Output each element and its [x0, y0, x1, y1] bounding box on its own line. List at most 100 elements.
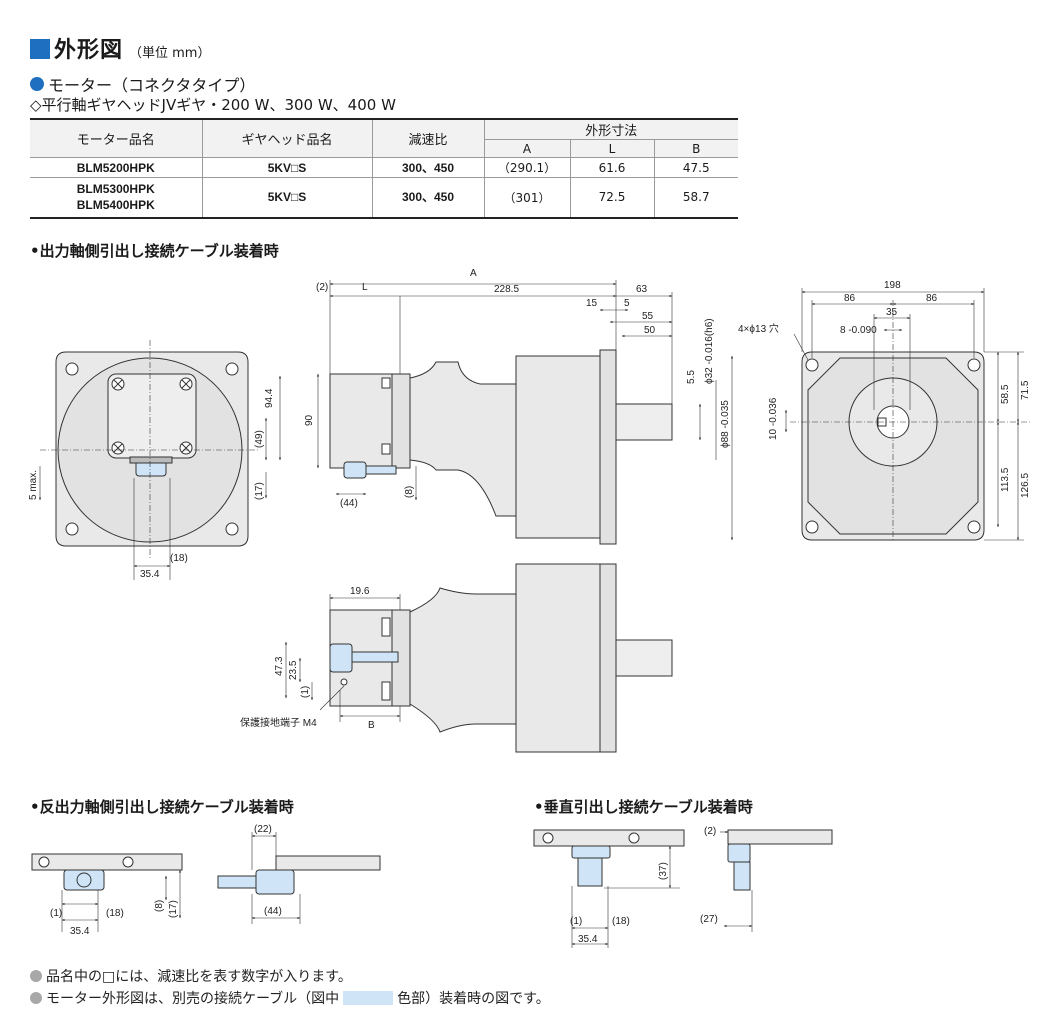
dim-s18: (18) [106, 908, 124, 919]
page-title: 外形図 （単位 mm） [30, 32, 210, 64]
dim-v27: (27) [700, 914, 718, 925]
dim-5max: 5 max. [28, 470, 39, 500]
dim-B: B [368, 720, 375, 731]
dim-86a: 86 [844, 293, 856, 304]
dim-s1: (1) [50, 908, 62, 919]
note-bullet-icon [30, 970, 42, 982]
dim-8tol: 8 -0.090 [840, 325, 877, 336]
cell-A: （290.1） [483, 157, 570, 178]
dim-71-5: 71.5 [1020, 380, 1031, 400]
note-1: 品名中の□には、減速比を表す数字が入ります。 [30, 966, 352, 986]
dim-v35-4: 35.4 [578, 934, 598, 945]
title-square-icon [30, 39, 50, 59]
table-row: BLM5200HPK 5KV□S 300、450 （290.1） 61.6 47… [30, 157, 738, 178]
dim-L: L [362, 282, 368, 293]
note-bullet-icon [30, 992, 42, 1004]
dim-s35-4: 35.4 [70, 926, 90, 937]
dim-90: 90 [304, 414, 315, 426]
cell-B: 58.7 [653, 177, 738, 219]
cell-L: 61.6 [569, 157, 654, 178]
cell-L: 72.5 [569, 177, 654, 219]
dim-228-5: 228.5 [494, 284, 519, 295]
title-text: 外形図 [54, 38, 124, 63]
note-2-text-b: 色部）装着時の図です。 [397, 991, 550, 1007]
section-opposite-side: •反出力軸側引出し接続ケーブル装着時 [30, 798, 294, 816]
dim-A: A [470, 268, 477, 279]
dim-19-6: 19.6 [350, 586, 370, 597]
section-output-side: •出力軸側引出し接続ケーブル装着時 [30, 242, 279, 260]
table-row: BLM5300HPK BLM5400HPK 5KV□S 300、450 （301… [30, 177, 738, 219]
title-unit: （単位 mm） [129, 46, 211, 61]
dim-v37: (37) [658, 862, 669, 880]
section-vertical: •垂直引出し接続ケーブル装着時 [534, 798, 753, 816]
end-view-dims [38, 375, 282, 580]
header-A: A [483, 139, 570, 158]
dim-paren2: (2) [316, 282, 328, 293]
dim-s8: (8) [154, 900, 165, 912]
dim-44: (44) [340, 498, 358, 509]
dim-126-5: 126.5 [1020, 473, 1031, 498]
header-B: B [653, 139, 738, 158]
dim-35-4: 35.4 [140, 569, 160, 580]
dim-10tol: 10 -0.036 [768, 397, 779, 440]
cell-gearhead: 5KV□S [201, 157, 372, 178]
header-dimensions: 外形寸法 [483, 118, 738, 140]
dim-47-3: 47.3 [274, 656, 285, 676]
dim-58-5: 58.5 [1000, 384, 1011, 404]
ground-terminal-label: 保護接地端子 M4 [240, 716, 317, 729]
dim-8: (8) [404, 486, 415, 498]
dim-phi32: ϕ32 -0.016(h6) [704, 318, 715, 384]
gear-heading: ◇平行軸ギヤヘッドJVギヤ・200 W、300 W、400 W [30, 96, 396, 114]
header-gearhead: ギヤヘッド品名 [201, 118, 372, 158]
dim-5-5: 5.5 [686, 370, 697, 384]
dim-50: 50 [644, 325, 656, 336]
header-motor: モーター品名 [30, 118, 202, 158]
dim-15: 15 [586, 298, 598, 309]
dim-198: 198 [884, 280, 901, 291]
vertical-dims-front [571, 845, 680, 948]
dim-hole: 4×ϕ13 穴 [738, 322, 779, 335]
dim-s17: (17) [168, 900, 179, 918]
dim-86b: 86 [926, 293, 938, 304]
opposite-side-dims-side [251, 832, 301, 924]
opposite-side-dims-front [61, 869, 182, 932]
gearmotor-side-view [329, 349, 673, 545]
dim-s22: (22) [254, 824, 272, 835]
note-1-text: 品名中の□には、減速比を表す数字が入ります。 [46, 969, 352, 985]
note-2-text-a: モーター外形図は、別売の接続ケーブル（図中 [46, 991, 340, 1007]
header-ratio: 減速比 [371, 118, 484, 158]
motor-heading-text: モーター（コネクタタイプ） [48, 76, 256, 95]
top-view-dims [284, 594, 401, 722]
dim-17: (17) [254, 482, 265, 500]
opposite-side-view-side [217, 855, 381, 895]
vertical-view-front [533, 829, 685, 887]
dim-5: 5 [624, 298, 630, 309]
cell-gearhead: 5KV□S [201, 177, 372, 219]
dim-94-4: 94.4 [264, 388, 275, 408]
dim-1: (1) [300, 686, 311, 698]
gearmotor-top-view [329, 563, 673, 753]
dim-18: (18) [170, 553, 188, 564]
dim-49: (49) [254, 430, 265, 448]
cell-ratio: 300、450 [371, 157, 484, 178]
dim-55: 55 [642, 311, 654, 322]
dim-63: 63 [636, 284, 648, 295]
bullet-dot-icon [30, 77, 44, 91]
spec-table: モーター品名 ギヤヘッド品名 減速比 外形寸法 A L B BLM5200HPK… [30, 118, 738, 219]
cell-motor: BLM5300HPK BLM5400HPK [30, 177, 202, 219]
dim-35: 35 [886, 307, 898, 318]
cable-color-swatch [343, 991, 394, 1005]
header-L: L [569, 139, 654, 158]
dim-phi88: ϕ88 -0.035 [720, 400, 731, 448]
vertical-view-side [727, 829, 833, 891]
dim-v2: (2) [704, 826, 716, 837]
cell-ratio: 300、450 [371, 177, 484, 219]
dim-s44: (44) [264, 906, 282, 917]
opposite-side-view-front [31, 853, 183, 891]
front-view-dims [784, 288, 1030, 541]
dim-23-5: 23.5 [288, 660, 299, 680]
dim-v1: (1) [570, 916, 582, 927]
vertical-dims-side [720, 830, 753, 932]
motor-end-view [40, 340, 260, 560]
